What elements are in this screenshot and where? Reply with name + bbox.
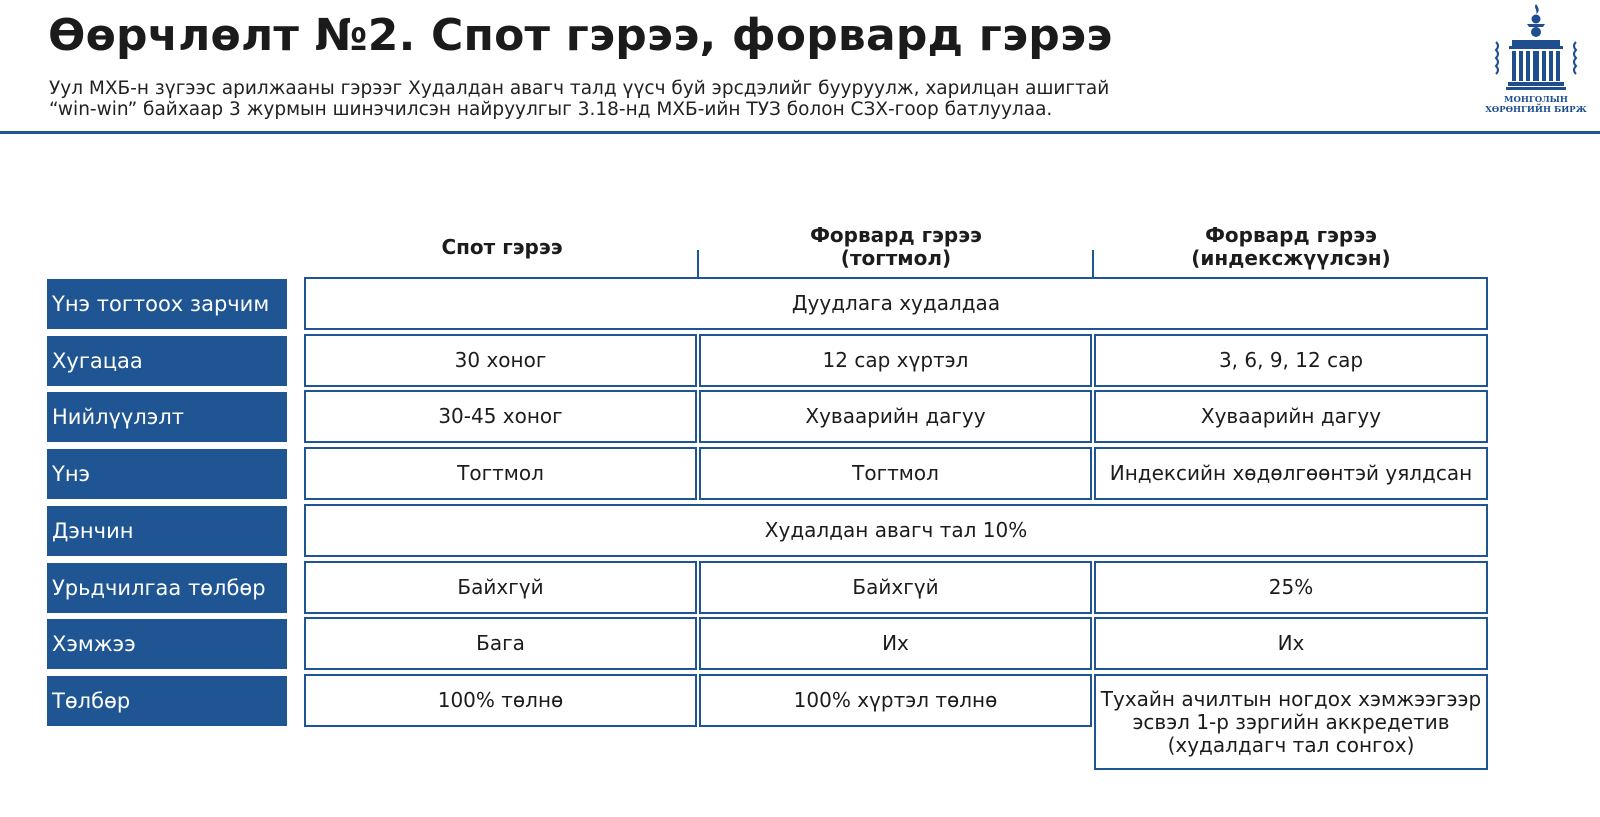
cell-advance-spot: Байхгүй — [304, 561, 697, 614]
row-label-price: Үнэ — [47, 449, 287, 499]
cell-term-forward-indexed: 3, 6, 9, 12 сар — [1094, 334, 1488, 387]
row-label-margin: Дэнчин — [47, 506, 287, 556]
cell-price-forward-fixed: Тогтмол — [699, 447, 1092, 500]
slide-subtitle: Уул МХБ-н зүгээс арилжааны гэрээг Худалд… — [49, 78, 1199, 120]
subtitle-line-1: Уул МХБ-н зүгээс арилжааны гэрээг Худалд… — [49, 78, 1110, 99]
row-label-payment: Төлбөр — [47, 676, 287, 726]
cell-price-forward-indexed: Индексийн хөдөлгөөнтэй уялдсан — [1094, 447, 1488, 500]
column-header-line-2: (тогтмол) — [840, 246, 952, 270]
logo-line-1: МОНГОЛЫН — [1504, 95, 1568, 105]
cell-price-spot: Тогтмол — [304, 447, 697, 500]
cell-pricing-principle: Дуудлага худалдаа — [304, 277, 1488, 330]
row-label-advance-payment: Урьдчилгаа төлбөр — [47, 563, 287, 613]
cell-payment-spot: 100% төлнө — [304, 674, 697, 727]
cell-margin: Худалдан авагч тал 10% — [304, 504, 1488, 557]
payment-indexed-line-1: Тухайн ачилтын ногдох хэмжээгээр — [1100, 686, 1482, 711]
cell-volume-forward-fixed: Их — [699, 617, 1092, 670]
cell-volume-spot: Бага — [304, 617, 697, 670]
row-label-supply: Нийлүүлэлт — [47, 392, 287, 442]
header-divider — [0, 131, 1600, 134]
cell-advance-forward-fixed: Байхгүй — [699, 561, 1092, 614]
column-header-line-1: Форвард гэрээ — [810, 223, 982, 247]
cell-supply-forward-indexed: Хуваарийн дагуу — [1094, 390, 1488, 443]
payment-indexed-line-2: эсвэл 1-р зэргийн аккредетив — [1132, 709, 1450, 734]
column-header-spot: Спот гэрээ — [304, 236, 700, 259]
cell-term-spot: 30 хоног — [304, 334, 697, 387]
logo-wordmark: МОНГОЛЫН ХӨРӨНГИЙН БИРЖ — [1480, 95, 1592, 115]
payment-indexed-line-3: (худалдагч тал сонгох) — [1167, 732, 1415, 757]
logo-line-2: ХӨРӨНГИЙН БИРЖ — [1485, 104, 1587, 115]
slide-title: Өөрчлөлт №2. Спот гэрээ, форвард гэрээ — [48, 10, 1113, 61]
cell-payment-forward-indexed: Тухайн ачилтын ногдох хэмжээгээр эсвэл 1… — [1094, 674, 1488, 770]
cell-volume-forward-indexed: Их — [1094, 617, 1488, 670]
subtitle-line-2: “win-win” байхаар 3 журмын шинэчилсэн на… — [49, 99, 1053, 120]
row-label-pricing-principle: Үнэ тогтоох зарчим — [47, 279, 287, 329]
column-header-line-2: (индексжүүлсэн) — [1191, 246, 1391, 270]
exchange-building-logo-icon — [1494, 4, 1578, 90]
row-label-volume: Хэмжээ — [47, 619, 287, 669]
cell-advance-forward-indexed: 25% — [1094, 561, 1488, 614]
header-divider-2 — [1092, 250, 1094, 278]
row-label-term: Хугацаа — [47, 336, 287, 386]
cell-term-forward-fixed: 12 сар хүртэл — [699, 334, 1092, 387]
cell-payment-forward-fixed: 100% хүртэл төлнө — [699, 674, 1092, 727]
column-header-line-1: Форвард гэрээ — [1205, 223, 1377, 247]
header-divider-1 — [697, 250, 699, 278]
column-header-forward-indexed: Форвард гэрээ (индексжүүлсэн) — [1093, 224, 1489, 270]
cell-supply-forward-fixed: Хуваарийн дагуу — [699, 390, 1092, 443]
cell-supply-spot: 30-45 хоног — [304, 390, 697, 443]
column-header-forward-fixed: Форвард гэрээ (тогтмол) — [698, 224, 1094, 270]
column-header-line-1: Спот гэрээ — [441, 235, 563, 259]
